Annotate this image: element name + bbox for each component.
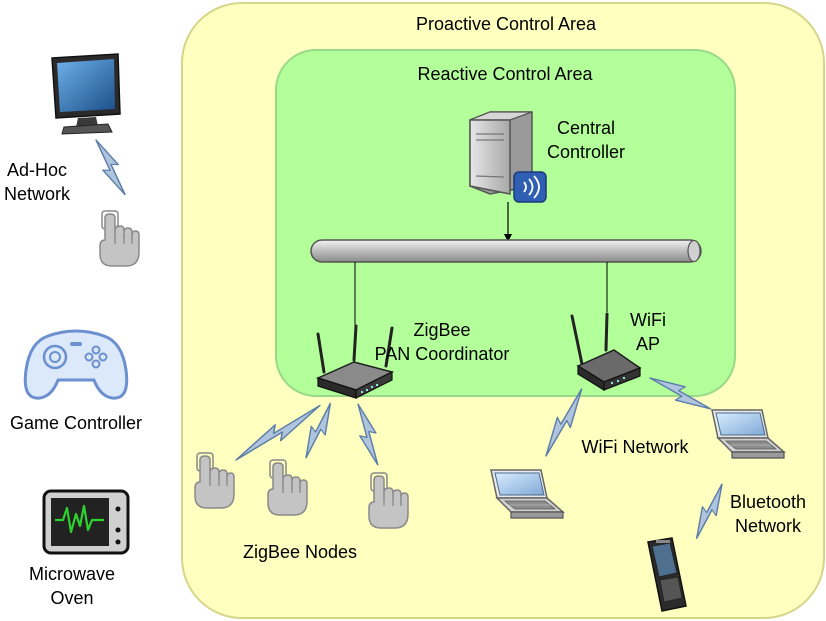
touch-hand-icon — [99, 210, 140, 267]
central-controller-label-line2: Controller — [547, 142, 625, 162]
wireless-router-icon — [570, 312, 642, 392]
wifi-network-label: WiFi Network — [582, 437, 690, 457]
reactive-control-area — [275, 49, 736, 397]
network-bus — [310, 239, 702, 263]
zigbee-nodes-label: ZigBee Nodes — [243, 542, 357, 562]
wifi-ap-label-line1: WiFi — [630, 310, 666, 330]
game-controller-label: Game Controller — [10, 413, 142, 433]
server-bus-arrowhead — [504, 234, 512, 242]
wifi-ap-label-line2: AP — [636, 334, 660, 354]
central-controller-label-line1: Central — [557, 118, 615, 138]
reactive-area-label: Reactive Control Area — [417, 64, 593, 84]
mobile-phone-icon — [647, 537, 687, 612]
server-icon — [469, 111, 547, 203]
microwave-oven-label-line2: Oven — [50, 588, 93, 608]
proactive-area-label: Proactive Control Area — [416, 14, 597, 34]
bluetooth-network-label-line2: Network — [735, 516, 802, 536]
lightning-signal-icon — [88, 135, 133, 200]
gamepad-icon — [23, 329, 129, 400]
microwave-icon — [42, 489, 130, 555]
zigbee-coordinator-label-line2: PAN Coordinator — [375, 344, 510, 364]
wireless-router-icon — [315, 324, 395, 399]
bluetooth-network-label-line1: Bluetooth — [730, 492, 806, 512]
adhoc-network-label-line2: Network — [4, 184, 71, 204]
desktop-monitor-icon — [51, 53, 121, 135]
zigbee-coordinator-label-line1: ZigBee — [413, 320, 470, 340]
adhoc-network-label-line1: Ad-Hoc — [7, 160, 67, 180]
microwave-oven-label-line1: Microwave — [29, 564, 115, 584]
